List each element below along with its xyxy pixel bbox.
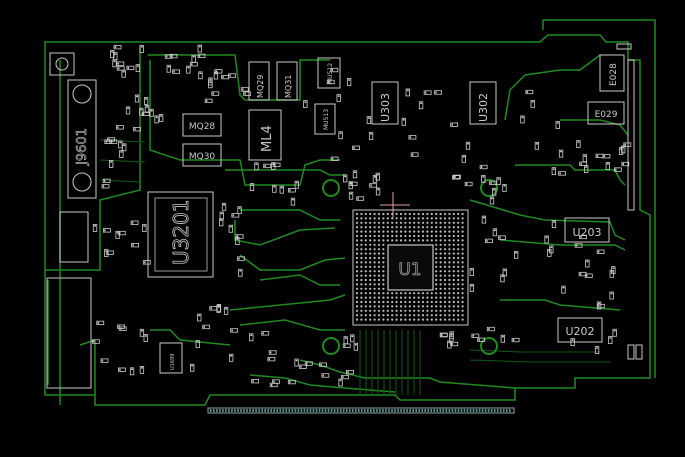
board-outline <box>44 19 656 406</box>
u202-label: U202 <box>565 325 594 338</box>
mq30-part[interactable]: MQ30 <box>182 143 222 167</box>
pin1-marker <box>380 192 410 218</box>
ml4-inductor[interactable]: ML4 <box>248 109 282 161</box>
u3201-label: U3201 <box>169 199 193 265</box>
smd-components <box>92 44 632 388</box>
u1699-chip[interactable]: U1699 <box>159 342 183 374</box>
u302-chip[interactable]: U302 <box>469 81 497 125</box>
edge-connector[interactable] <box>207 407 515 414</box>
j9601-label: J9601 <box>75 128 90 166</box>
mq28-label: MQ28 <box>189 122 216 132</box>
u1699-label: U1699 <box>170 354 176 370</box>
u202-chip[interactable]: U202 <box>557 317 603 343</box>
mounting-holes <box>322 179 498 355</box>
e028-label: E028 <box>609 63 619 86</box>
e028-part[interactable]: E028 <box>599 54 625 92</box>
mq31-part[interactable]: MQ31 <box>276 61 298 101</box>
tact-switch[interactable] <box>49 52 75 76</box>
inner-traces <box>99 139 610 395</box>
e029-label: E029 <box>595 110 618 120</box>
u3201-chip[interactable]: U3201 <box>147 191 214 278</box>
u303-label: U303 <box>379 93 392 122</box>
u203-label: U203 <box>572 226 601 239</box>
j9601-connector[interactable]: J9601 <box>67 79 97 199</box>
mq29-part[interactable]: MQ29 <box>248 61 270 101</box>
edge-fingers <box>210 409 511 412</box>
mq29-label: MQ29 <box>256 75 265 98</box>
bga-ball-grid <box>355 212 464 321</box>
mq31-label: MQ31 <box>284 75 293 98</box>
mq30-label: MQ30 <box>189 152 216 162</box>
mu512-label: MU512 <box>327 63 334 84</box>
mu513-chip[interactable]: MU513 <box>314 103 336 135</box>
left-connector[interactable] <box>46 211 92 389</box>
u303-chip[interactable]: U303 <box>371 81 399 125</box>
ml4-label: ML4 <box>260 125 275 152</box>
mu512-chip[interactable]: MU512 <box>317 57 341 89</box>
mu513-label: MU513 <box>323 109 330 130</box>
u302-label: U302 <box>477 93 490 122</box>
mq28-part[interactable]: MQ28 <box>182 113 222 137</box>
right-edge-strips <box>616 43 643 360</box>
u1-label: U1 <box>398 260 421 280</box>
u1-bga-chip[interactable]: U1 <box>352 192 469 326</box>
e029-part[interactable]: E029 <box>587 101 625 125</box>
